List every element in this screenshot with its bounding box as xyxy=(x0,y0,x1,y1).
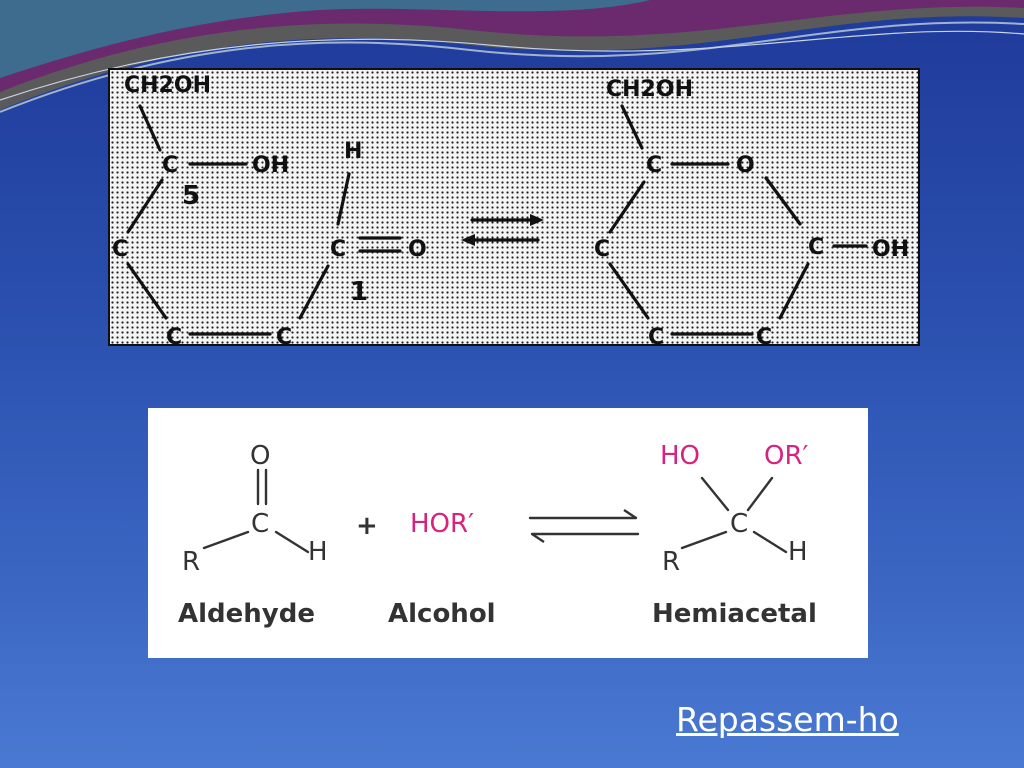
hemiacetal-carbon-label: C xyxy=(730,509,748,539)
alcohol-formula: HOR′ xyxy=(410,509,474,539)
open-c-bottom-left-label: C xyxy=(166,325,182,344)
ring-oxygen-label: O xyxy=(736,153,755,178)
open-oh5-label: OH xyxy=(252,153,289,178)
ring-c5-label: C xyxy=(646,153,662,178)
hemiacetal-or-label: OR′ xyxy=(764,441,809,471)
open-o1-label: O xyxy=(408,237,427,262)
aldehyde-carbon-label: C xyxy=(251,509,269,539)
header-swoosh xyxy=(0,0,1024,113)
aldehyde-h-label: H xyxy=(308,537,328,567)
glucose-cyclization-diagram: CH2OH C OH 5 H C C O 1 C C CH2OH C O C C… xyxy=(108,68,920,350)
repassem-ho-link[interactable]: Repassem-ho xyxy=(676,700,899,739)
open-c5-label: C xyxy=(162,153,178,178)
hemiacetal-h-label: H xyxy=(788,537,808,567)
ring-c-bottom-left-label: C xyxy=(648,325,664,344)
aldehyde-name: Aldehyde xyxy=(178,599,315,629)
open-c-bottom-right-label: C xyxy=(276,325,292,344)
hemiacetal-ho-label: HO xyxy=(660,441,700,471)
carbon-1-number: 1 xyxy=(350,277,368,307)
hemiacetal-name: Hemiacetal xyxy=(652,599,817,629)
open-h1-label: H xyxy=(344,139,362,164)
cyclization-svg: CH2OH C OH 5 H C C O 1 C C CH2OH C O C C… xyxy=(112,73,909,350)
open-c1-label: C xyxy=(330,237,346,262)
aldehyde-r-label: R xyxy=(182,547,200,577)
hemiacetal-svg: O C R H + HOR′ HO OR′ C R H Aldehyde Alc… xyxy=(178,441,817,629)
carbon-5-number: 5 xyxy=(182,181,200,211)
hemiacetal-reaction-diagram: O C R H + HOR′ HO OR′ C R H Aldehyde Alc… xyxy=(148,408,868,658)
ring-c-bottom-right-label: C xyxy=(756,325,772,344)
aldehyde-oxygen-label: O xyxy=(250,441,270,471)
ring-c-left-label: C xyxy=(594,237,610,262)
ring-ch2oh-label: CH2OH xyxy=(606,77,693,102)
ring-oh1-label: OH xyxy=(872,237,909,262)
hemiacetal-r-label: R xyxy=(662,547,680,577)
open-c-left-label: C xyxy=(112,237,128,262)
alcohol-name: Alcohol xyxy=(388,599,496,629)
open-ch2oh-label: CH2OH xyxy=(124,73,211,98)
ring-c1-label: C xyxy=(808,235,824,260)
plus-sign: + xyxy=(356,511,378,541)
